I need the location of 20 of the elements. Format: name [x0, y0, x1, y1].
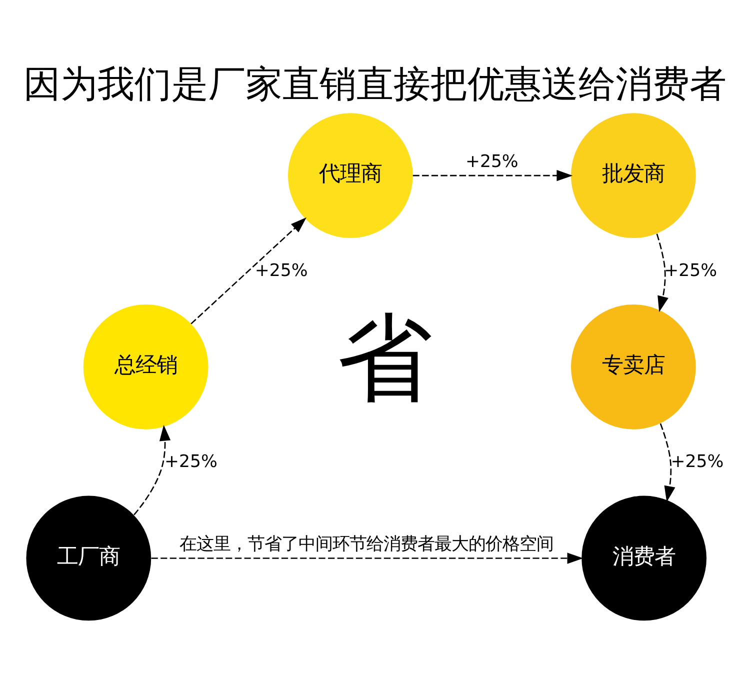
node-circle: 工厂商: [26, 496, 152, 621]
label: 省: [336, 302, 433, 414]
arrow: [151, 552, 584, 564]
diagram-title: 因为我们是厂家直销直接把优惠送给消费者: [24, 61, 726, 106]
node-circle: 批发商: [570, 113, 696, 238]
node-circle: 专卖店: [570, 304, 696, 430]
edge-label: +25%: [466, 152, 518, 172]
node-circle: 消费者: [582, 496, 706, 621]
edge-label: +25%: [254, 260, 308, 281]
arrow: [412, 170, 573, 182]
arrow: [660, 423, 676, 502]
arrow: [190, 217, 306, 324]
edge-label: +25%: [164, 452, 218, 472]
edge-label: +25%: [670, 452, 724, 472]
node-circle: 代理商: [288, 113, 413, 238]
node-circle: 总经销: [83, 304, 208, 430]
edge-label: 在这里，节省了中间环节给消费者最大的价格空间: [179, 534, 554, 554]
arrow: [656, 234, 668, 312]
edge-label: +25%: [664, 260, 717, 281]
arrow: [134, 424, 171, 516]
